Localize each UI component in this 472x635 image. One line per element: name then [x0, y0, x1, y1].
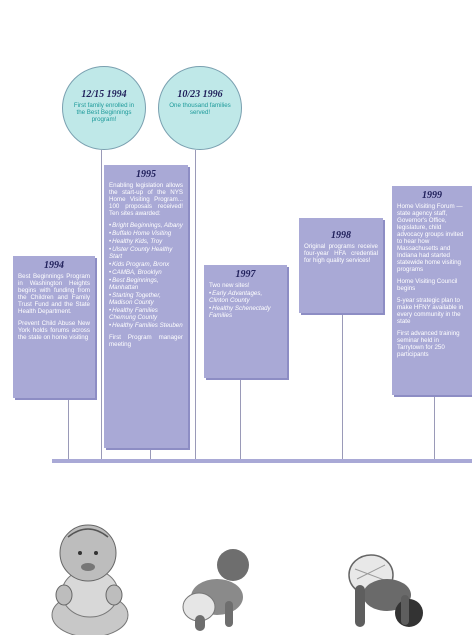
list-item: Buffalo Home Visiting	[109, 230, 183, 237]
year-label: 1997	[235, 269, 256, 280]
milestone-text: First family enrolled in the Best Beginn…	[73, 102, 135, 123]
standing-baby-illustration	[348, 554, 423, 627]
connector-line	[240, 378, 241, 461]
sitting-baby-illustration	[51, 524, 129, 635]
connector-line	[68, 398, 69, 461]
year-label: 1999	[422, 190, 442, 201]
milestone-date: 10/23 1996	[177, 89, 223, 100]
list-item: Healthy Schenectady Families	[209, 305, 282, 319]
crawling-baby-illustration	[182, 549, 249, 631]
milestone-1994: 12/15 1994 First family enrolled in the …	[62, 66, 146, 150]
milestone-date: 12/15 1994	[81, 89, 127, 100]
list-item: Early Advantages, Clinton County	[209, 290, 282, 304]
connector-line	[434, 395, 435, 461]
list-item: Healthy Kids, Troy	[109, 238, 183, 245]
list-item: CAMBA, Brooklyn	[109, 269, 183, 276]
connector-line	[150, 448, 151, 461]
card-text: Enabling legislation allows the start-up…	[109, 182, 183, 217]
milestone-1996: 10/23 1996 One thousand families served!	[158, 66, 242, 150]
card-text: First Program manager meeting	[109, 334, 183, 348]
year-label: 1998	[331, 230, 351, 241]
list-item: Best Beginnings, Manhattan	[109, 277, 183, 291]
list-item: Kids Program, Bronx	[109, 261, 183, 268]
list-item: Healthy Families Chemung County	[109, 307, 183, 321]
site-list: Bright Beginnings, Albany Buffalo Home V…	[109, 222, 183, 329]
site-list: Early Advantages, Clinton County Healthy…	[209, 290, 282, 319]
list-item: Bright Beginnings, Albany	[109, 222, 183, 229]
card-1998: 1998 Original programs receive four-year…	[299, 218, 383, 313]
connector-line	[195, 150, 196, 461]
card-text: Two new sites!	[209, 282, 250, 289]
card-text: Home Visiting Council begins	[397, 278, 458, 292]
card-1997: 1997 Two new sites! Early Advantages, Cl…	[204, 265, 287, 378]
list-item: Starting Together, Madison County	[109, 292, 183, 306]
card-1995: 1995 Enabling legislation allows the sta…	[104, 165, 188, 448]
connector-line	[101, 150, 102, 461]
list-item: Healthy Families Steuben	[109, 322, 183, 329]
connector-line	[342, 313, 343, 461]
milestone-text: One thousand families served!	[169, 102, 231, 116]
year-label: 1995	[136, 169, 156, 180]
card-1999: 1999 Home Visiting Forum —state agency s…	[392, 186, 472, 395]
card-text: Home Visiting Forum —state agency staff,…	[397, 203, 464, 273]
year-label: 1994	[44, 260, 64, 271]
card-1994: 1994 Best Beginnings Program in Washingt…	[13, 256, 95, 398]
card-text: 5-year strategic plan to make HFNY avail…	[397, 297, 464, 325]
card-text: Best Beginnings Program in Washington He…	[18, 273, 90, 315]
card-text: Original programs receive four-year HFA …	[304, 243, 378, 264]
card-text: Prevent Child Abuse New York holds forum…	[18, 320, 90, 341]
timeline-axis	[52, 459, 472, 463]
list-item: Ulster County Healthy Start	[109, 246, 183, 260]
card-text: First advanced training seminar held in …	[397, 330, 460, 358]
